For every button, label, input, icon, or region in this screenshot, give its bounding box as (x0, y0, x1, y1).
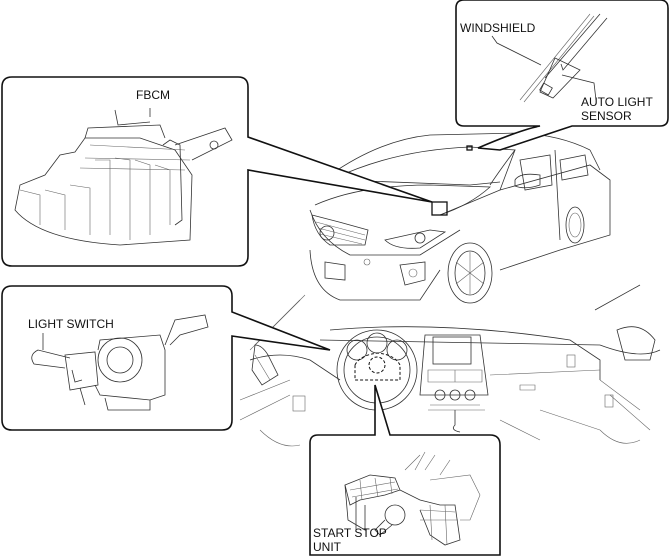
callout-start-stop-unit: START STOP UNIT (309, 384, 501, 556)
start-stop-unit-label-line1: START STOP (313, 526, 387, 540)
vehicle-exterior-illustration (309, 132, 611, 304)
start-stop-unit-label-line2: UNIT (313, 540, 342, 554)
callout-auto-light-sensor: WINDSHIELD AUTO LIGHT SENSOR (455, 0, 669, 151)
windshield-label: WINDSHIELD (460, 21, 536, 35)
callout-fbcm: FBCM (1, 76, 433, 267)
fbcm-label: FBCM (136, 88, 170, 102)
auto-light-sensor-label-line1: AUTO LIGHT (581, 95, 653, 109)
callout-light-switch: LIGHT SWITCH (1, 285, 331, 431)
light-switch-label: LIGHT SWITCH (28, 317, 114, 331)
vehicle-interior-illustration (239, 284, 661, 447)
auto-light-sensor-label-line2: SENSOR (581, 109, 632, 123)
